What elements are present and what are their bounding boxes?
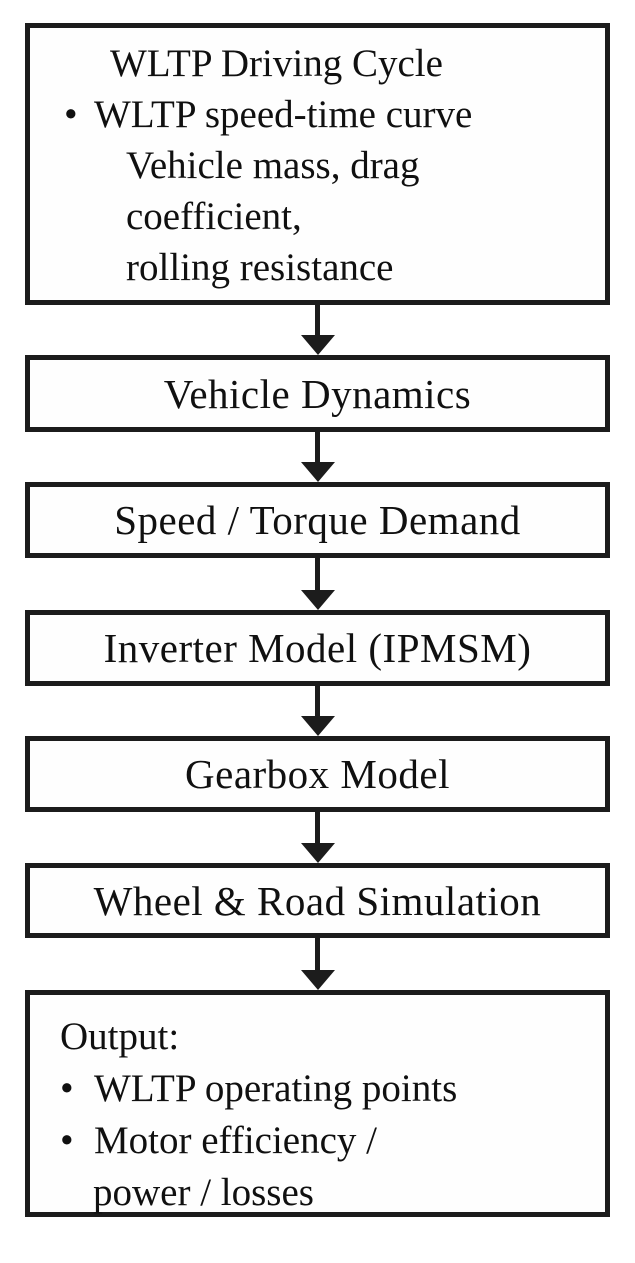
node-inverter-model: Inverter Model (IPMSM) xyxy=(25,610,610,686)
node-speed-torque-demand: Speed / Torque Demand xyxy=(25,482,610,558)
node-vehicle-dynamics: Vehicle Dynamics xyxy=(25,355,610,432)
flow-arrow xyxy=(25,686,610,736)
bullet-icon: • xyxy=(60,1119,74,1162)
arrow-head-icon xyxy=(301,970,335,990)
flow-arrow xyxy=(25,305,610,355)
bullet-line: • WLTP speed-time curve xyxy=(60,89,591,140)
arrow-shaft xyxy=(315,938,320,971)
continuation-line: Vehicle mass, drag xyxy=(126,144,420,187)
continuation-line: coefficient, xyxy=(126,195,302,238)
continuation-line: power / losses xyxy=(93,1171,314,1214)
node-label: Wheel & Road Simulation xyxy=(93,877,542,924)
flow-arrow xyxy=(25,432,610,482)
flow-arrow xyxy=(25,558,610,610)
arrow-head-icon xyxy=(301,716,335,736)
node-wheel-road-simulation: Wheel & Road Simulation xyxy=(25,863,610,938)
arrow-head-icon xyxy=(301,843,335,863)
node-wltp-driving-cycle: WLTP Driving Cycle • WLTP speed-time cur… xyxy=(25,23,610,305)
arrow-shaft xyxy=(315,686,320,719)
continuation-line: rolling resistance xyxy=(126,246,394,289)
node-label: Vehicle Dynamics xyxy=(163,370,472,417)
flow-arrow xyxy=(25,938,610,990)
node-title: Output: xyxy=(60,1015,180,1058)
bullet-line: • WLTP operating points xyxy=(60,1063,591,1115)
flow-arrow xyxy=(25,812,610,863)
arrow-head-icon xyxy=(301,462,335,482)
bullet-icon: • xyxy=(64,93,78,136)
node-gearbox-model: Gearbox Model xyxy=(25,736,610,812)
arrow-shaft xyxy=(315,558,320,591)
arrow-head-icon xyxy=(301,590,335,610)
node-title: WLTP Driving Cycle xyxy=(110,42,443,85)
node-label: Gearbox Model xyxy=(185,751,450,797)
node-label: Inverter Model (IPMSM) xyxy=(103,625,532,671)
arrow-shaft xyxy=(315,432,320,465)
node-output: Output: • WLTP operating points • Motor … xyxy=(25,990,610,1217)
arrow-head-icon xyxy=(301,335,335,355)
bullet-line: • Motor efficiency / xyxy=(60,1115,591,1167)
arrow-shaft xyxy=(315,305,320,338)
bullet-text: Motor efficiency / xyxy=(94,1119,378,1162)
bullet-text: WLTP speed-time curve xyxy=(94,93,473,136)
arrow-shaft xyxy=(315,812,320,845)
bullet-icon: • xyxy=(60,1067,74,1110)
node-label: Speed / Torque Demand xyxy=(114,497,521,543)
bullet-text: WLTP operating points xyxy=(94,1067,458,1110)
